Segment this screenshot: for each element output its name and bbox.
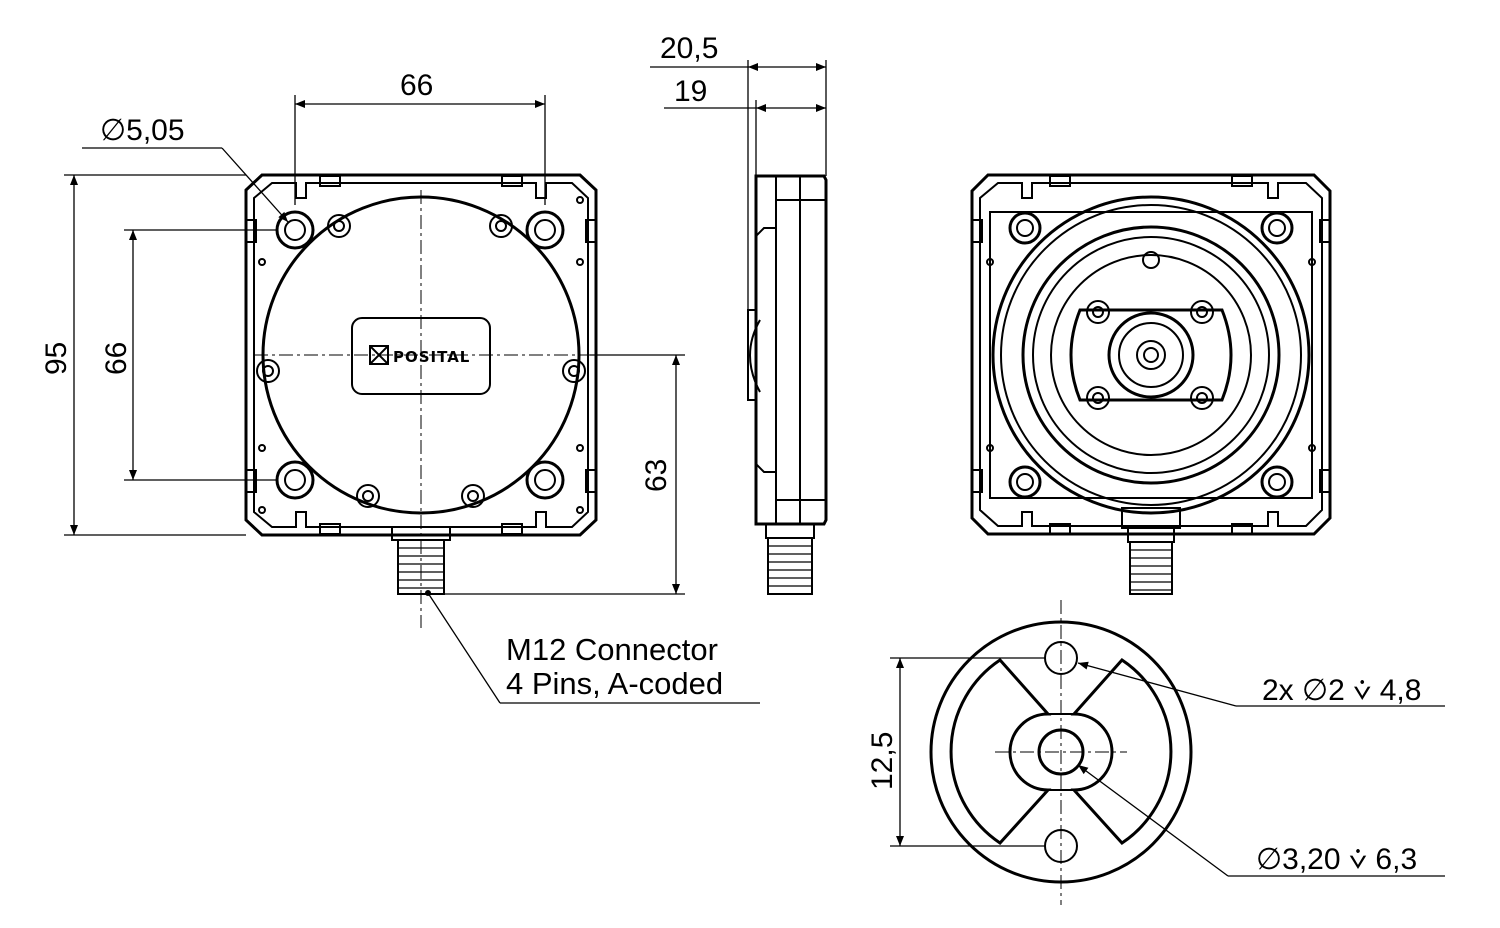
side-dimensions: 20,5 19 [650, 32, 826, 112]
dim-depth-total: 20,5 [660, 32, 718, 65]
dim-shaft-bore: ∅3,20 ⩒ 6,3 [1256, 843, 1417, 876]
front-view: POSITAL [244, 173, 598, 628]
shaft-detail [929, 600, 1193, 905]
connector-note-line1: M12 Connector [506, 632, 718, 667]
front-dimensions: 66 ∅5,05 95 66 63 M12 Connector 4 Pins, … [40, 69, 760, 704]
side-view [747, 60, 828, 595]
dim-front-width: 66 [400, 69, 433, 102]
shaft-dimensions: 12,5 2x ∅2 ⩒ 4,8 ∅3,20 ⩒ 6,3 [866, 657, 1445, 877]
dim-shaft-pitch: 12,5 [866, 732, 899, 790]
dim-hole-pitch: 66 [100, 342, 133, 375]
rear-view [970, 173, 1332, 595]
dim-depth-body: 19 [674, 75, 707, 108]
dim-hole-diameter: ∅5,05 [100, 114, 185, 147]
connector-note-line2: 4 Pins, A-coded [506, 666, 723, 701]
dim-front-height: 95 [40, 342, 73, 375]
brand-logo: POSITAL [393, 348, 470, 366]
dim-shaft-holes: 2x ∅2 ⩒ 4,8 [1262, 674, 1421, 707]
dim-connector-offset: 63 [640, 459, 673, 492]
